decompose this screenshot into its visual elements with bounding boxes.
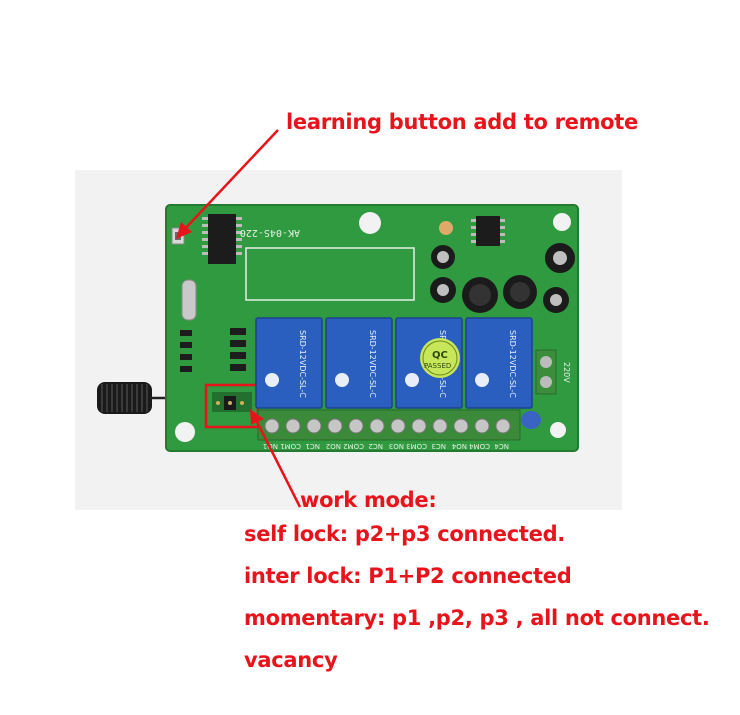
antenna-coil — [97, 382, 176, 414]
annotation-arrow-learning — [176, 129, 279, 239]
qc-sticker: QC PASSED — [420, 338, 460, 378]
power-label: 220V — [562, 362, 571, 383]
terminal-label: NC3 — [431, 442, 446, 450]
qc-text: QC — [432, 350, 448, 361]
terminal-label: NC1 — [305, 442, 320, 450]
work-mode-title: work mode: — [300, 488, 437, 512]
self-lock-note: self lock: p2+p3 connected. — [244, 522, 565, 546]
mounting-hole — [553, 213, 571, 231]
annotation-arrow-workmode — [250, 409, 302, 508]
relay — [255, 317, 323, 409]
mounting-hole — [550, 422, 566, 438]
terminal-label: COM1 — [280, 442, 301, 450]
inter-lock-note: inter lock: P1+P2 connected — [244, 564, 572, 588]
terminal-label: NC4 — [494, 442, 509, 450]
decoder-chip — [202, 214, 242, 264]
ceramic-capacitor — [439, 221, 453, 235]
terminal-label: NO4 — [451, 442, 467, 450]
output-terminal-strip — [257, 409, 521, 441]
capacitor — [545, 243, 575, 273]
relay — [465, 317, 533, 409]
model-label: AK-04S-220 — [240, 227, 300, 238]
silkscreen-box — [245, 247, 415, 301]
mounting-hole — [175, 422, 195, 442]
ic-8pin — [471, 216, 505, 246]
inductor — [462, 277, 498, 313]
crystal — [181, 279, 197, 321]
mounting-hole — [359, 212, 381, 234]
capacitor — [431, 245, 455, 269]
pcb-board: AK-04S-220 — [165, 204, 579, 452]
varistor — [521, 411, 541, 429]
terminal-label: COM3 — [406, 442, 427, 450]
terminal-label: NC2 — [368, 442, 383, 450]
relay-text: SRD-12VDC-SL-C — [298, 330, 307, 398]
capacitor — [430, 277, 456, 303]
relay-text: SRD-12VDC-SL-C — [368, 330, 377, 398]
terminal-label: NO3 — [389, 442, 404, 450]
power-terminal — [535, 349, 557, 395]
inductor — [503, 275, 537, 309]
jumper-pins — [212, 392, 252, 412]
qc-passed-text: PASSED — [424, 362, 451, 370]
momentary-note: momentary: p1 ,p2, p3 , all not connect. — [244, 606, 710, 630]
terminal-label: COM2 — [343, 442, 364, 450]
vacancy-note: vacancy — [244, 648, 338, 672]
capacitor — [543, 287, 569, 313]
relay — [325, 317, 393, 409]
relay-text: SRD-12VDC-SL-C — [508, 330, 517, 398]
terminal-label: COM4 — [469, 442, 490, 450]
learning-button-annotation: learning button add to remote — [286, 110, 638, 134]
smd-components — [180, 328, 246, 372]
terminal-label: NO2 — [326, 442, 341, 450]
